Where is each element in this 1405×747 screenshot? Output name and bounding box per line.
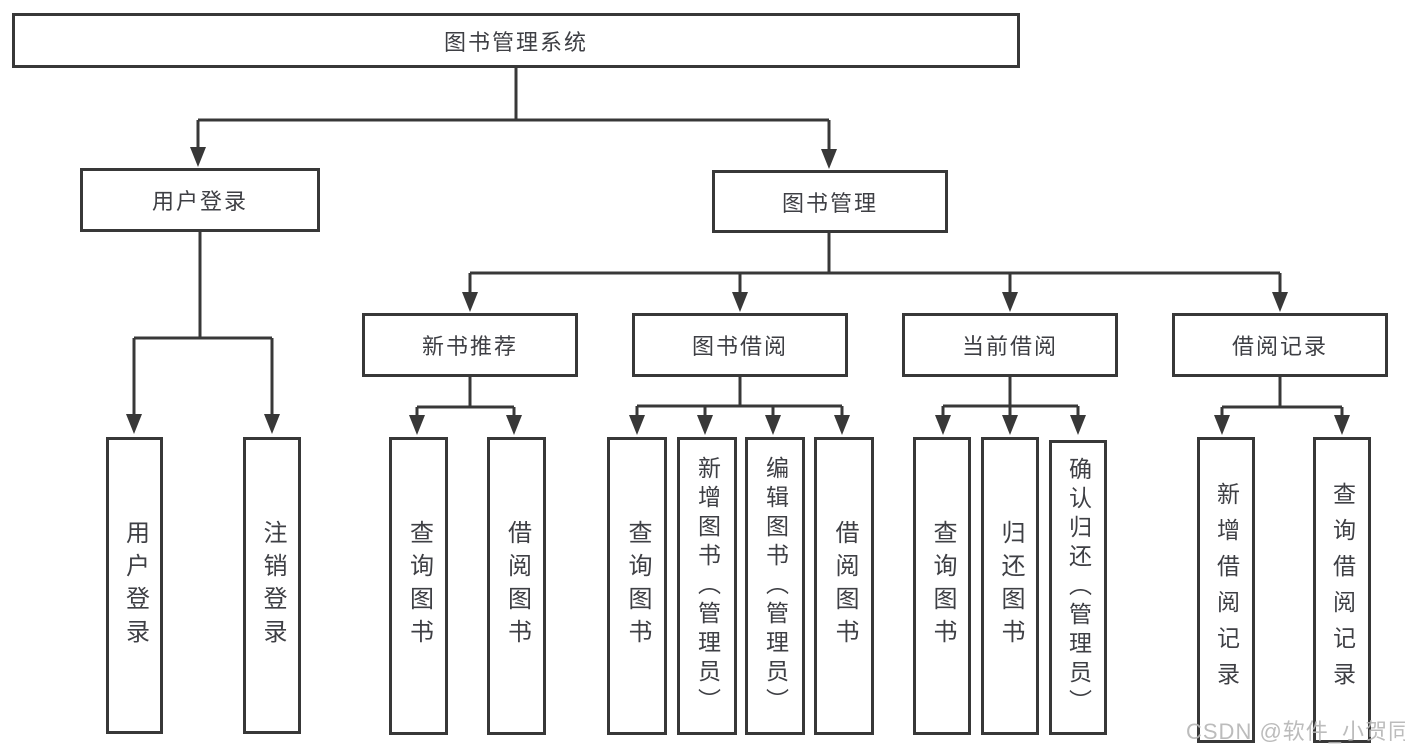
leaf-return-books-label: 归还图书 — [997, 520, 1024, 652]
node-book-borrow: 图书借阅 — [632, 313, 848, 377]
node-book-borrow-label: 图书借阅 — [691, 334, 788, 359]
leaf-add-book-admin: 新增图书（管理员） — [677, 437, 737, 735]
node-new-book-recommend: 新书推荐 — [362, 313, 578, 377]
node-borrow-records-label: 借阅记录 — [1231, 334, 1328, 359]
leaf-logout-login-label: 注销登录 — [259, 519, 286, 652]
connector-user-login-branch — [132, 232, 274, 416]
leaf-query-books-borrow: 查询图书 — [607, 437, 667, 735]
node-new-book-recommend-label: 新书推荐 — [421, 334, 518, 359]
leaf-query-borrow-record: 查询借阅记录 — [1313, 437, 1371, 743]
arrowhead-icons-current-borrow — [935, 415, 1086, 435]
leaf-query-books-current: 查询图书 — [913, 437, 971, 735]
connector-book-borrow-children — [635, 377, 844, 419]
leaf-query-books-current-label: 查询图书 — [929, 520, 956, 652]
node-borrow-records: 借阅记录 — [1172, 313, 1388, 377]
arrowhead-icons-user-login — [126, 414, 280, 434]
leaf-query-books-borrow-label: 查询图书 — [624, 520, 651, 652]
leaf-confirm-return-admin-label: 确认归还（管理员） — [1065, 457, 1092, 718]
csdn-watermark-gray: CSDN @软件_小贺同 — [1186, 719, 1405, 744]
connector-current-borrow-children — [941, 377, 1080, 419]
node-current-borrow: 当前借阅 — [902, 313, 1118, 377]
arrowhead-icons-book-borrow — [629, 415, 850, 435]
connector-borrow-records-children — [1220, 377, 1344, 419]
leaf-borrow-books-recommend-label: 借阅图书 — [503, 520, 531, 652]
node-library-system: 图书管理系统 — [12, 13, 1020, 68]
node-current-borrow-label: 当前借阅 — [961, 334, 1058, 359]
leaf-add-borrow-record-label: 新增借阅记录 — [1213, 482, 1240, 698]
leaf-confirm-return-admin: 确认归还（管理员） — [1049, 440, 1107, 735]
leaf-user-login-label: 用户登录 — [121, 519, 149, 652]
leaf-query-books-recommend: 查询图书 — [389, 437, 448, 735]
node-user-login-label: 用户登录 — [151, 189, 248, 214]
leaf-add-book-admin-label: 新增图书（管理员） — [694, 455, 721, 717]
node-user-login: 用户登录 — [80, 168, 320, 232]
leaf-return-books: 归还图书 — [981, 437, 1039, 735]
leaf-borrow-books-recommend: 借阅图书 — [487, 437, 546, 735]
connector-book-management-branch — [468, 233, 1282, 296]
leaf-edit-book-admin-label: 编辑图书（管理员） — [762, 455, 789, 717]
leaf-user-login: 用户登录 — [106, 437, 163, 734]
arrowhead-icons-new-book — [409, 415, 522, 435]
leaf-logout-login: 注销登录 — [243, 437, 301, 734]
connector-new-book-children — [415, 377, 516, 419]
csdn-watermark: CSDN @软件_小贺同学 — [1186, 714, 1405, 746]
leaf-query-books-recommend-label: 查询图书 — [405, 520, 433, 652]
leaf-add-borrow-record: 新增借阅记录 — [1197, 437, 1255, 743]
leaf-borrow-books-borrow: 借阅图书 — [814, 437, 874, 735]
arrowhead-icons-borrow-records — [1214, 415, 1350, 435]
leaf-borrow-books-borrow-label: 借阅图书 — [831, 520, 858, 652]
node-library-system-label: 图书管理系统 — [443, 29, 588, 55]
node-book-management: 图书管理 — [712, 170, 948, 233]
node-book-management-label: 图书管理 — [781, 190, 878, 216]
arrowhead-icons-level1 — [190, 147, 837, 169]
arrowhead-icons-level3 — [462, 292, 1288, 312]
connector-root-to-level1 — [196, 68, 831, 153]
leaf-query-borrow-record-label: 查询借阅记录 — [1329, 482, 1356, 698]
leaf-edit-book-admin: 编辑图书（管理员） — [745, 437, 805, 735]
